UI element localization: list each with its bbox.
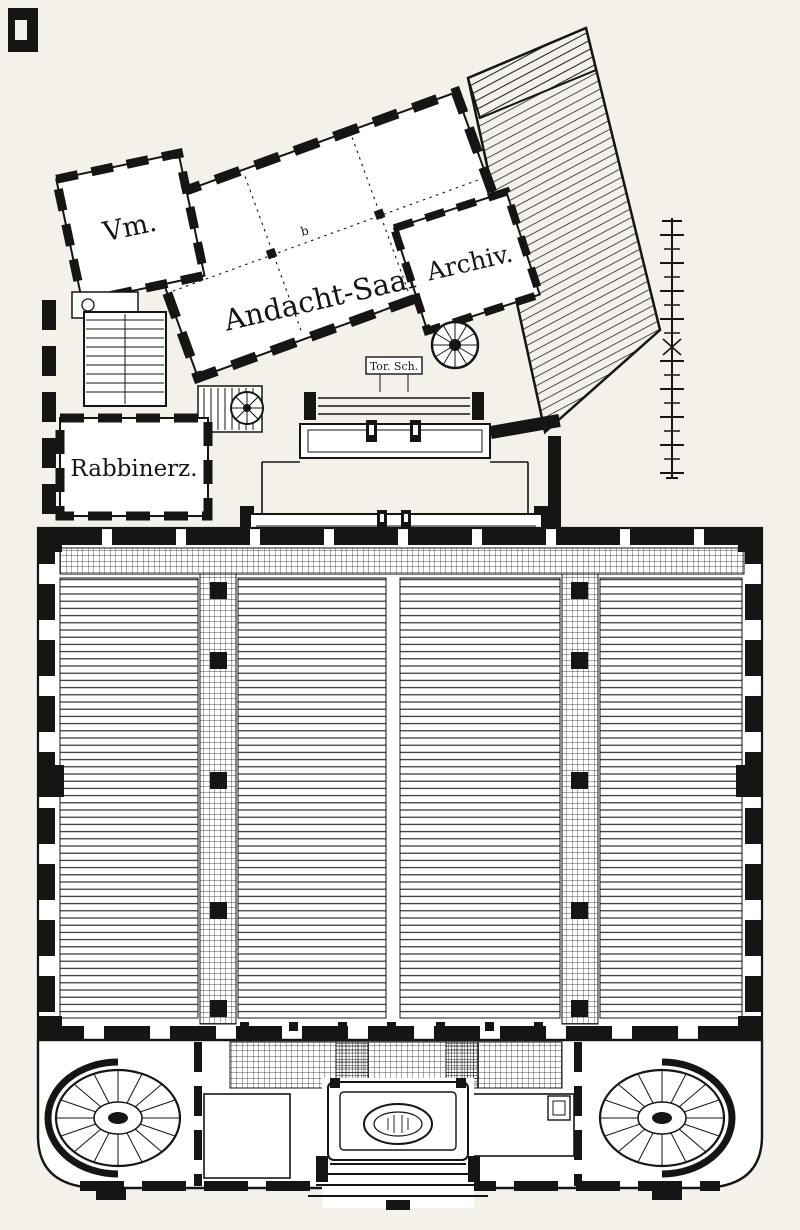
aisle-left — [199, 573, 237, 1025]
entrance-porch — [308, 1078, 488, 1208]
foundation-stubs — [96, 1188, 682, 1210]
apse-steps — [318, 397, 470, 415]
side-room-right — [469, 1093, 575, 1157]
aisle-right — [561, 573, 599, 1025]
left-oval-staircase — [44, 1058, 182, 1178]
pew-block-left — [59, 577, 199, 1019]
neighbor-building-hatch — [466, 26, 662, 435]
stair-tower-wall — [44, 1058, 119, 1178]
center-mark: b — [299, 223, 310, 239]
entrance-steps — [308, 1163, 488, 1197]
left-stairs — [83, 311, 167, 407]
scale-bar — [660, 218, 684, 479]
torah-ark-label: Tor. Sch. — [370, 360, 418, 373]
hall-pier — [265, 247, 278, 260]
stair-treads — [56, 1070, 180, 1166]
apse-pier — [304, 392, 316, 420]
columns — [210, 582, 588, 1017]
pew-block-center-left — [237, 577, 387, 1019]
side-room-left — [203, 1093, 291, 1179]
stair-treads — [600, 1070, 724, 1166]
pew-block-right — [599, 577, 743, 1019]
spiral-staircase-small — [230, 391, 264, 425]
ark-platform — [299, 423, 491, 459]
fixture-detail — [547, 1095, 571, 1121]
vestibule — [36, 1026, 764, 1210]
stair-tower-wall — [661, 1058, 736, 1178]
andacht-saal-room — [130, 85, 524, 385]
gallery-band — [59, 547, 745, 575]
right-oval-staircase — [598, 1058, 736, 1178]
apse-pier — [472, 392, 484, 420]
main-hall — [36, 526, 764, 1044]
rabbinerz-room: Rabbinerz. — [55, 413, 213, 521]
hall-pier — [373, 208, 386, 221]
pew-block-center-right — [399, 577, 561, 1019]
wing-boundary-walls — [489, 414, 561, 528]
spiral-staircase-large — [430, 320, 480, 370]
rabbinerz-label: Rabbinerz. — [70, 456, 197, 482]
torah-ark-label-box — [365, 356, 423, 375]
vm-room: Vm. — [50, 147, 210, 307]
corner-wall-fragment — [8, 8, 38, 52]
pew-guideline-horizontal — [172, 178, 482, 292]
porch-oval — [363, 1103, 433, 1145]
scale-bar-cross-mark — [662, 338, 682, 356]
archiv-room — [389, 186, 545, 337]
